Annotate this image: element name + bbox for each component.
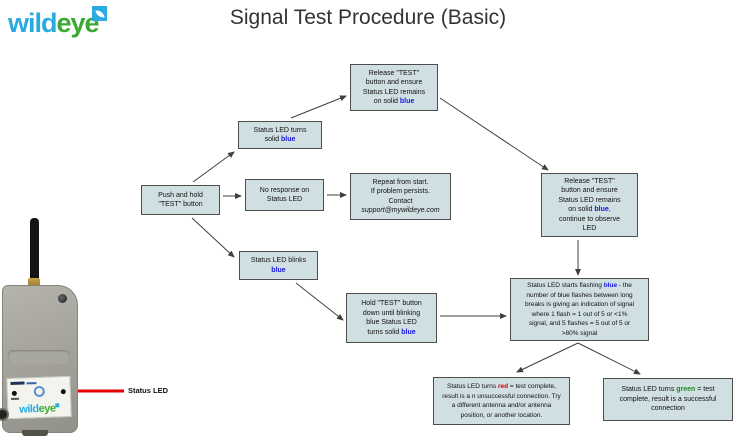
logo-text-wild: wild <box>8 8 57 38</box>
page-title: Signal Test Procedure (Basic) <box>229 6 507 29</box>
device-label-logo: wildeye <box>8 402 70 416</box>
device-front-label: wildeye <box>6 375 72 420</box>
label-print-mark <box>10 381 25 385</box>
leaf-icon <box>92 6 107 21</box>
flow-box-repeat-from-start: Repeat from start.If problem persists.Co… <box>350 173 451 220</box>
device-groove <box>8 350 70 364</box>
antenna-connector <box>28 278 40 289</box>
status-led-dot <box>11 390 17 396</box>
label-print-mark <box>26 382 37 385</box>
screw-icon <box>58 294 67 303</box>
arrow-flashing-to-green-result <box>577 342 641 375</box>
label-print-mark <box>10 397 20 400</box>
arrow-flashing-to-red-result <box>516 342 579 373</box>
wildeye-logo: wildeye <box>8 6 107 38</box>
device-logo-wild: wild <box>19 403 39 416</box>
arrow-blinks-blue-to-hold-test <box>295 282 344 321</box>
arrow-solid-blue-to-release-top <box>290 95 347 119</box>
device-bottom-tab <box>22 430 48 436</box>
flow-box-push-and-hold-test: Push and hold"TEST" button <box>141 185 220 215</box>
device-logo-eye: eye <box>38 402 56 416</box>
mounting-hole <box>0 408 9 421</box>
antenna-icon <box>30 218 39 280</box>
flow-box-result-red-unsuccessful: Status LED turns red = test complete,res… <box>433 377 570 425</box>
status-led-callout-label: Status LED <box>128 386 169 395</box>
arrow-release-top-to-release-observe <box>439 97 549 171</box>
mini-leaf-icon <box>55 403 60 408</box>
arrow-push-to-solid-blue <box>192 151 235 183</box>
label-circle-icon <box>33 385 45 398</box>
wildeye-device-photo: wildeye <box>0 210 120 436</box>
second-led-dot <box>60 389 66 395</box>
arrow-push-to-blinks-blue <box>191 217 235 258</box>
